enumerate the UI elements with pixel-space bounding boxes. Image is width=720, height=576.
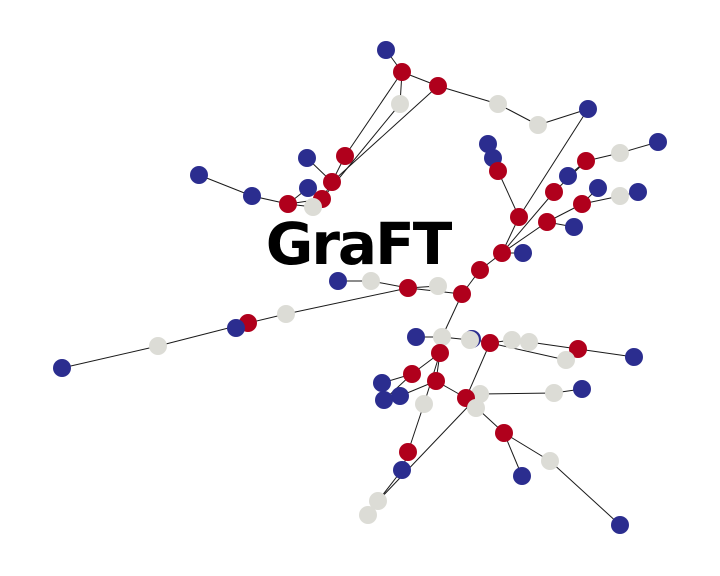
graph-edge: [577, 348, 635, 358]
graph-node-red: [393, 63, 411, 81]
graph-node-blue: [391, 387, 409, 405]
graph-node-red: [471, 261, 489, 279]
graph-edge: [465, 342, 491, 399]
graph-node-red: [489, 162, 507, 180]
graph-node-grey: [529, 116, 547, 134]
graph-node-red: [545, 183, 563, 201]
graph-node-blue: [479, 135, 497, 153]
graph-node-blue: [629, 183, 647, 201]
graph-node-grey: [489, 95, 507, 113]
graph-node-grey: [503, 331, 521, 349]
graph-node-red: [336, 147, 354, 165]
graph-edge: [501, 221, 548, 254]
graph-node-red: [569, 340, 587, 358]
graph-node-grey: [304, 198, 322, 216]
graph-node-red: [510, 208, 528, 226]
graph-node-red: [399, 279, 417, 297]
graph-node-red: [431, 344, 449, 362]
graph-node-blue: [375, 391, 393, 409]
graph-edge: [285, 287, 409, 315]
graph-edge: [437, 85, 499, 105]
graph-node-blue: [377, 41, 395, 59]
graph-node-blue: [611, 516, 629, 534]
graph-edge: [489, 342, 567, 361]
graph-node-grey: [471, 385, 489, 403]
graph-node-blue: [513, 467, 531, 485]
graph-node-blue: [190, 166, 208, 184]
graph-node-blue: [393, 461, 411, 479]
graph-node-blue: [299, 179, 317, 197]
graph-edge: [344, 71, 403, 157]
graph-node-grey: [391, 95, 409, 113]
graph-node-red: [323, 173, 341, 191]
graph-node-blue: [565, 218, 583, 236]
graph-node-grey: [557, 351, 575, 369]
graph-node-red: [453, 285, 471, 303]
graph-edge: [549, 460, 621, 526]
graph-node-grey: [277, 305, 295, 323]
graph-node-blue: [573, 380, 591, 398]
graph-node-blue: [53, 359, 71, 377]
graph-node-red: [399, 443, 417, 461]
graph-node-grey: [362, 272, 380, 290]
graph-node-red: [493, 244, 511, 262]
graph-node-blue: [373, 374, 391, 392]
graph-node-blue: [243, 187, 261, 205]
graph-node-blue: [625, 348, 643, 366]
graph-node-grey: [433, 328, 451, 346]
graph-node-red: [481, 334, 499, 352]
graph-edge: [61, 345, 159, 369]
graph-edges: [61, 49, 659, 526]
graph-node-red: [403, 365, 421, 383]
graph-node-grey: [467, 399, 485, 417]
graph-node-grey: [149, 337, 167, 355]
graph-node-grey: [415, 395, 433, 413]
graph-node-red: [427, 372, 445, 390]
graph-edge: [198, 174, 253, 197]
graph-node-blue: [407, 328, 425, 346]
graph-node-red: [279, 195, 297, 213]
graph-node-red: [573, 195, 591, 213]
graph-node-blue: [514, 244, 532, 262]
graph-node-blue: [589, 179, 607, 197]
graph-node-grey: [429, 277, 447, 295]
graph-node-blue: [227, 319, 245, 337]
graph-node-grey: [541, 452, 559, 470]
graph-node-blue: [329, 272, 347, 290]
graph-edge: [501, 191, 555, 254]
graph-node-red: [577, 152, 595, 170]
graph-node-grey: [359, 506, 377, 524]
graph-node-blue: [298, 149, 316, 167]
graph-node-grey: [369, 492, 387, 510]
graph-node-grey: [611, 144, 629, 162]
graph-node-red: [429, 77, 447, 95]
graph-node-grey: [461, 331, 479, 349]
graph-node-grey: [545, 384, 563, 402]
graph-node-grey: [520, 333, 538, 351]
graph-title: GraFT: [266, 210, 453, 278]
graph-node-blue: [579, 100, 597, 118]
graph-edge: [377, 393, 481, 502]
graph-node-red: [538, 213, 556, 231]
graph-edge: [518, 108, 589, 218]
graph-nodes: [53, 41, 667, 534]
graph-node-blue: [559, 167, 577, 185]
graph-node-red: [495, 424, 513, 442]
graph-edge: [479, 392, 555, 395]
graph-node-grey: [611, 187, 629, 205]
graph-node-blue: [649, 133, 667, 151]
